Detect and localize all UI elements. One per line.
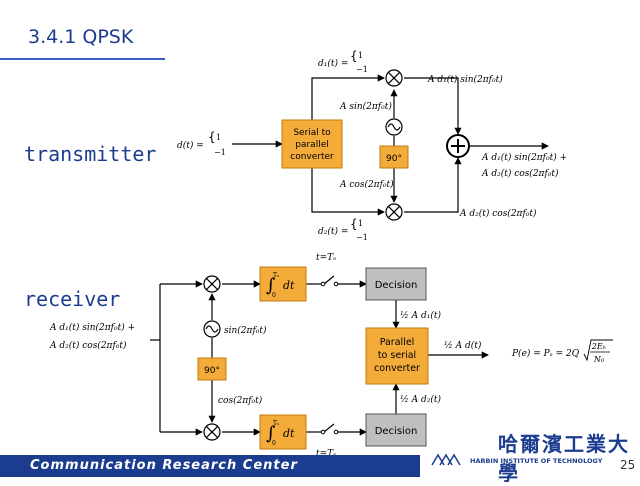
title-underline — [0, 58, 165, 60]
tx-carrier-cos: A cos(2πf₀t) — [339, 179, 394, 190]
tx-d-input-val1: 1 — [216, 133, 221, 142]
rx-lower-int-lower: 0 — [272, 440, 276, 447]
tx-d2-label: d₂(t) = — [318, 226, 348, 237]
rx-upper-integral-sign: ∫ — [266, 275, 276, 296]
rx-upper-out: ½ A d₁(t) — [400, 310, 441, 321]
tx-d-input-val2: −1 — [214, 148, 226, 157]
rx-upper-decision-block — [365, 267, 427, 301]
rx-upper-mixer — [203, 275, 221, 293]
rx-error-denominator: N₀ — [593, 355, 605, 364]
rx-ref-sin: sin(2πf₀t) — [224, 325, 267, 336]
rx-upper-int-lower: 0 — [272, 292, 276, 299]
tx-d1-val2: −1 — [356, 65, 368, 74]
rx-lower-integrator — [259, 414, 307, 450]
tx-carrier-sin: A sin(2πf₀t) — [339, 101, 392, 112]
rx-upper-integrator — [259, 266, 307, 302]
tx-phase-shift-block — [379, 145, 409, 169]
rx-lower-int-upper: Tₛ — [273, 420, 279, 427]
ps-line-2: to serial — [378, 350, 416, 361]
rx-ref-cos: cos(2πf₀t) — [218, 395, 263, 406]
footer-org: Communication Research Center — [30, 458, 298, 473]
ps-line-3: converter — [374, 363, 420, 374]
rx-upper-int-upper: Tₛ — [273, 272, 279, 279]
tx-lower-mixer — [385, 203, 403, 221]
sp-line-3: converter — [290, 152, 334, 162]
tx-d2-val2: −1 — [356, 233, 368, 242]
rx-phase-shift-block — [197, 357, 227, 381]
sp-line-2: parallel — [295, 140, 328, 150]
rx-upper-int-dt: dt — [283, 279, 295, 292]
sp-line-1: Serial to — [293, 128, 331, 138]
rx-input-line1: A d₁(t) sin(2πf₀t) + — [49, 322, 135, 333]
rx-oscillator-icon — [203, 320, 221, 338]
rx-input-line2: A d₂(t) cos(2πf₀t) — [49, 340, 127, 351]
tx-d-input-brace: { — [208, 130, 216, 144]
rx-phase-shift-label: 90° — [204, 366, 220, 376]
tx-output-line2: A d₂(t) cos(2πf₀t) — [481, 168, 559, 179]
tx-d1-label: d₁(t) = — [318, 58, 348, 69]
receiver-section — [150, 275, 489, 436]
rx-sampling-switches — [320, 281, 339, 435]
ps-line-1: Parallel — [380, 337, 415, 348]
rx-lower-int-dt: dt — [283, 427, 295, 440]
rx-final-out: ½ A d(t) — [444, 340, 482, 351]
tx-summer-icon — [446, 134, 470, 158]
rx-lower-decision-block — [365, 413, 427, 447]
tx-d2-brace: { — [350, 217, 358, 231]
tx-upper-product: A d₁(t) sin(2πf₀t) — [427, 74, 503, 85]
tx-d1-val1: 1 — [358, 51, 363, 60]
tx-d2-val1: 1 — [358, 219, 363, 228]
logo-chinese: 哈爾濱工業大學 — [498, 432, 630, 485]
logo-english: HARBIN INSTITUTE OF TECHNOLOGY — [470, 457, 603, 465]
rx-error-numerator: 2Eₕ — [591, 342, 606, 351]
hit-logo-icon — [431, 453, 461, 466]
tx-upper-mixer — [385, 69, 403, 87]
rx-lower-sample-time: t=Tₛ — [316, 449, 336, 459]
rx-lower-decision-label: Decision — [375, 426, 418, 437]
footer-bar — [0, 455, 420, 477]
tx-d-input-label: d(t) = — [177, 140, 204, 151]
tx-output-line1: A d₁(t) sin(2πf₀t) + — [481, 152, 567, 163]
parallel-to-serial-block — [365, 327, 429, 385]
serial-to-parallel-block — [281, 119, 343, 169]
rx-upper-decision-label: Decision — [375, 280, 418, 291]
page-title: 3.4.1 QPSK — [28, 26, 134, 48]
rx-error-sqrt-icon — [583, 339, 613, 362]
rx-lower-out: ½ A d₂(t) — [400, 394, 441, 405]
tx-phase-shift-label: 90° — [386, 154, 402, 164]
tx-lower-product: A d₂(t) cos(2πf₀t) — [459, 208, 537, 219]
rx-error-formula: P(e) = Pₛ = 2Q — [511, 348, 580, 359]
transmitter-section — [232, 74, 549, 216]
tx-d1-brace: { — [350, 49, 358, 63]
page-number: 25 — [620, 458, 636, 472]
rx-lower-mixer — [203, 423, 221, 441]
transmitter-label: transmitter — [24, 142, 157, 166]
tx-oscillator-icon — [385, 118, 403, 136]
rx-upper-sample-time: t=Tₛ — [316, 253, 336, 263]
rx-lower-integral-sign: ∫ — [266, 423, 276, 444]
receiver-label: receiver — [24, 287, 121, 311]
